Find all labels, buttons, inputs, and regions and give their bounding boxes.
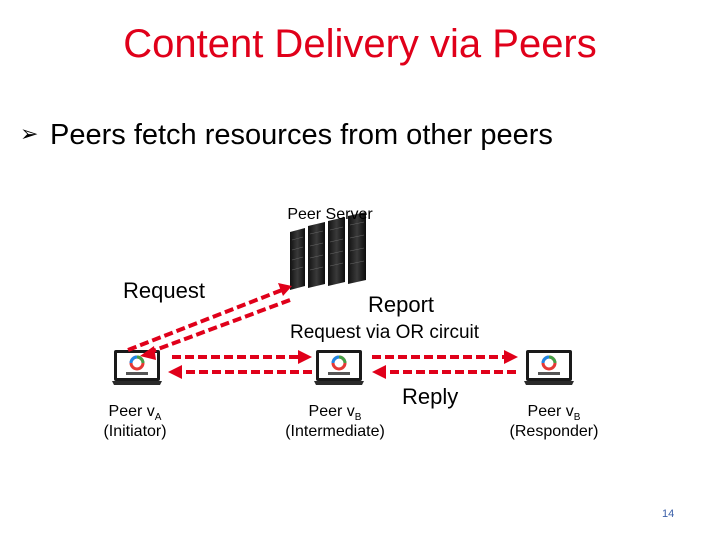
bullet-point: ➢ Peers fetch resources from other peers: [20, 118, 553, 153]
request-circuit-arrow: [172, 350, 518, 364]
slide-title: Content Delivery via Peers: [123, 22, 597, 66]
request-circuit-label: Request via OR circuit: [290, 322, 480, 343]
report-label: Report: [368, 292, 435, 317]
laptop-icon-c: [524, 350, 574, 385]
peer-c-label: Peer vB (Responder): [509, 403, 599, 441]
request-label: Request: [123, 278, 205, 303]
arrow-bullet-icon: ➢: [20, 121, 39, 146]
reply-arrow: [168, 365, 516, 379]
laptop-icon-b: [314, 350, 364, 385]
page-number: 14: [662, 508, 675, 520]
peer-a-label: Peer vA (Initiator): [103, 403, 167, 441]
server-rack-icon: [290, 212, 366, 290]
server-label: Peer Server: [287, 206, 373, 223]
bullet-text: Peers fetch resources from other peers: [50, 119, 553, 151]
report-arrow: [140, 298, 291, 360]
request-arrow: [127, 283, 292, 352]
peer-b-label: Peer vB (Intermediate): [285, 403, 385, 441]
reply-label: Reply: [402, 384, 459, 409]
